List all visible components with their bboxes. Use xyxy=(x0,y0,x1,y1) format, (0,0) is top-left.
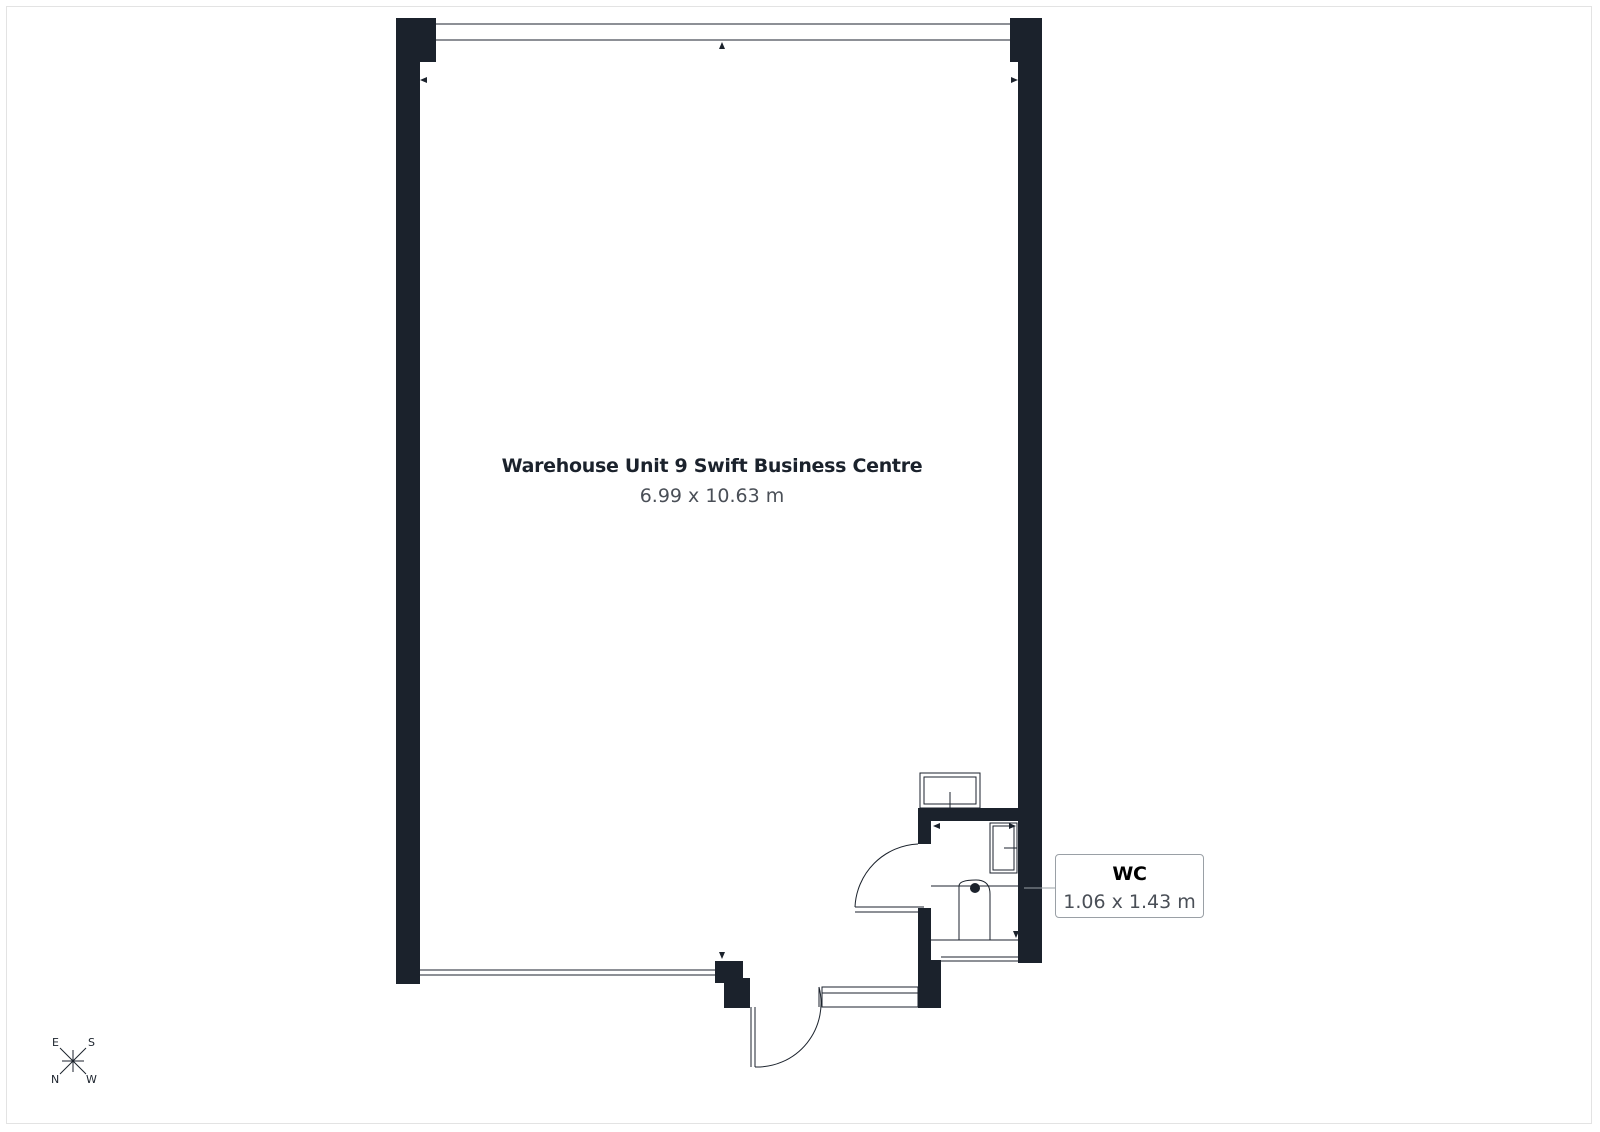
wc-door-swing xyxy=(854,843,919,908)
page-frame xyxy=(6,6,1592,1124)
wc-north-wall xyxy=(918,808,1024,821)
wc-west-wall-upper xyxy=(918,808,931,844)
wc-room-dimensions: 1.06 x 1.43 m xyxy=(1063,891,1196,913)
wc-label: WC 1.06 x 1.43 m xyxy=(1055,854,1204,918)
main-room-label: Warehouse Unit 9 Swift Business Centre 6… xyxy=(412,455,1012,507)
compass-label-top-left: E xyxy=(52,1036,59,1049)
entrance-pier-lower xyxy=(724,978,750,1008)
toilet-pan xyxy=(958,879,991,941)
side-window-frame xyxy=(821,986,919,1008)
compass-label-bottom-left: N xyxy=(51,1073,60,1086)
wc-room-name: WC xyxy=(1112,863,1147,885)
arrow-south xyxy=(719,952,725,959)
east-wall xyxy=(1018,18,1042,963)
nw-pier xyxy=(396,18,436,62)
main-room-dimensions: 6.99 x 10.63 m xyxy=(639,485,785,507)
arrow-wc-west xyxy=(933,823,940,829)
walls xyxy=(396,18,1042,1008)
linework xyxy=(420,23,1018,1068)
compass-label-top-right: S xyxy=(88,1036,95,1049)
dimension-arrows xyxy=(420,42,1019,959)
entrance-door-swing xyxy=(754,986,822,1068)
arrow-north xyxy=(719,42,725,49)
main-room-name: Warehouse Unit 9 Swift Business Centre xyxy=(501,455,923,477)
arrow-west xyxy=(420,77,427,83)
wc-sw-pier xyxy=(918,960,941,1008)
compass-icon xyxy=(59,1047,87,1075)
arrow-east xyxy=(1011,77,1018,83)
toilet-waste xyxy=(970,883,980,893)
ne-pier xyxy=(1010,18,1042,62)
compass-label-bottom-right: W xyxy=(86,1073,97,1086)
arrow-wc-east xyxy=(1009,823,1016,829)
entrance-pier-upper xyxy=(715,961,743,983)
west-wall xyxy=(396,18,420,984)
arrow-wc-south xyxy=(1013,931,1019,938)
